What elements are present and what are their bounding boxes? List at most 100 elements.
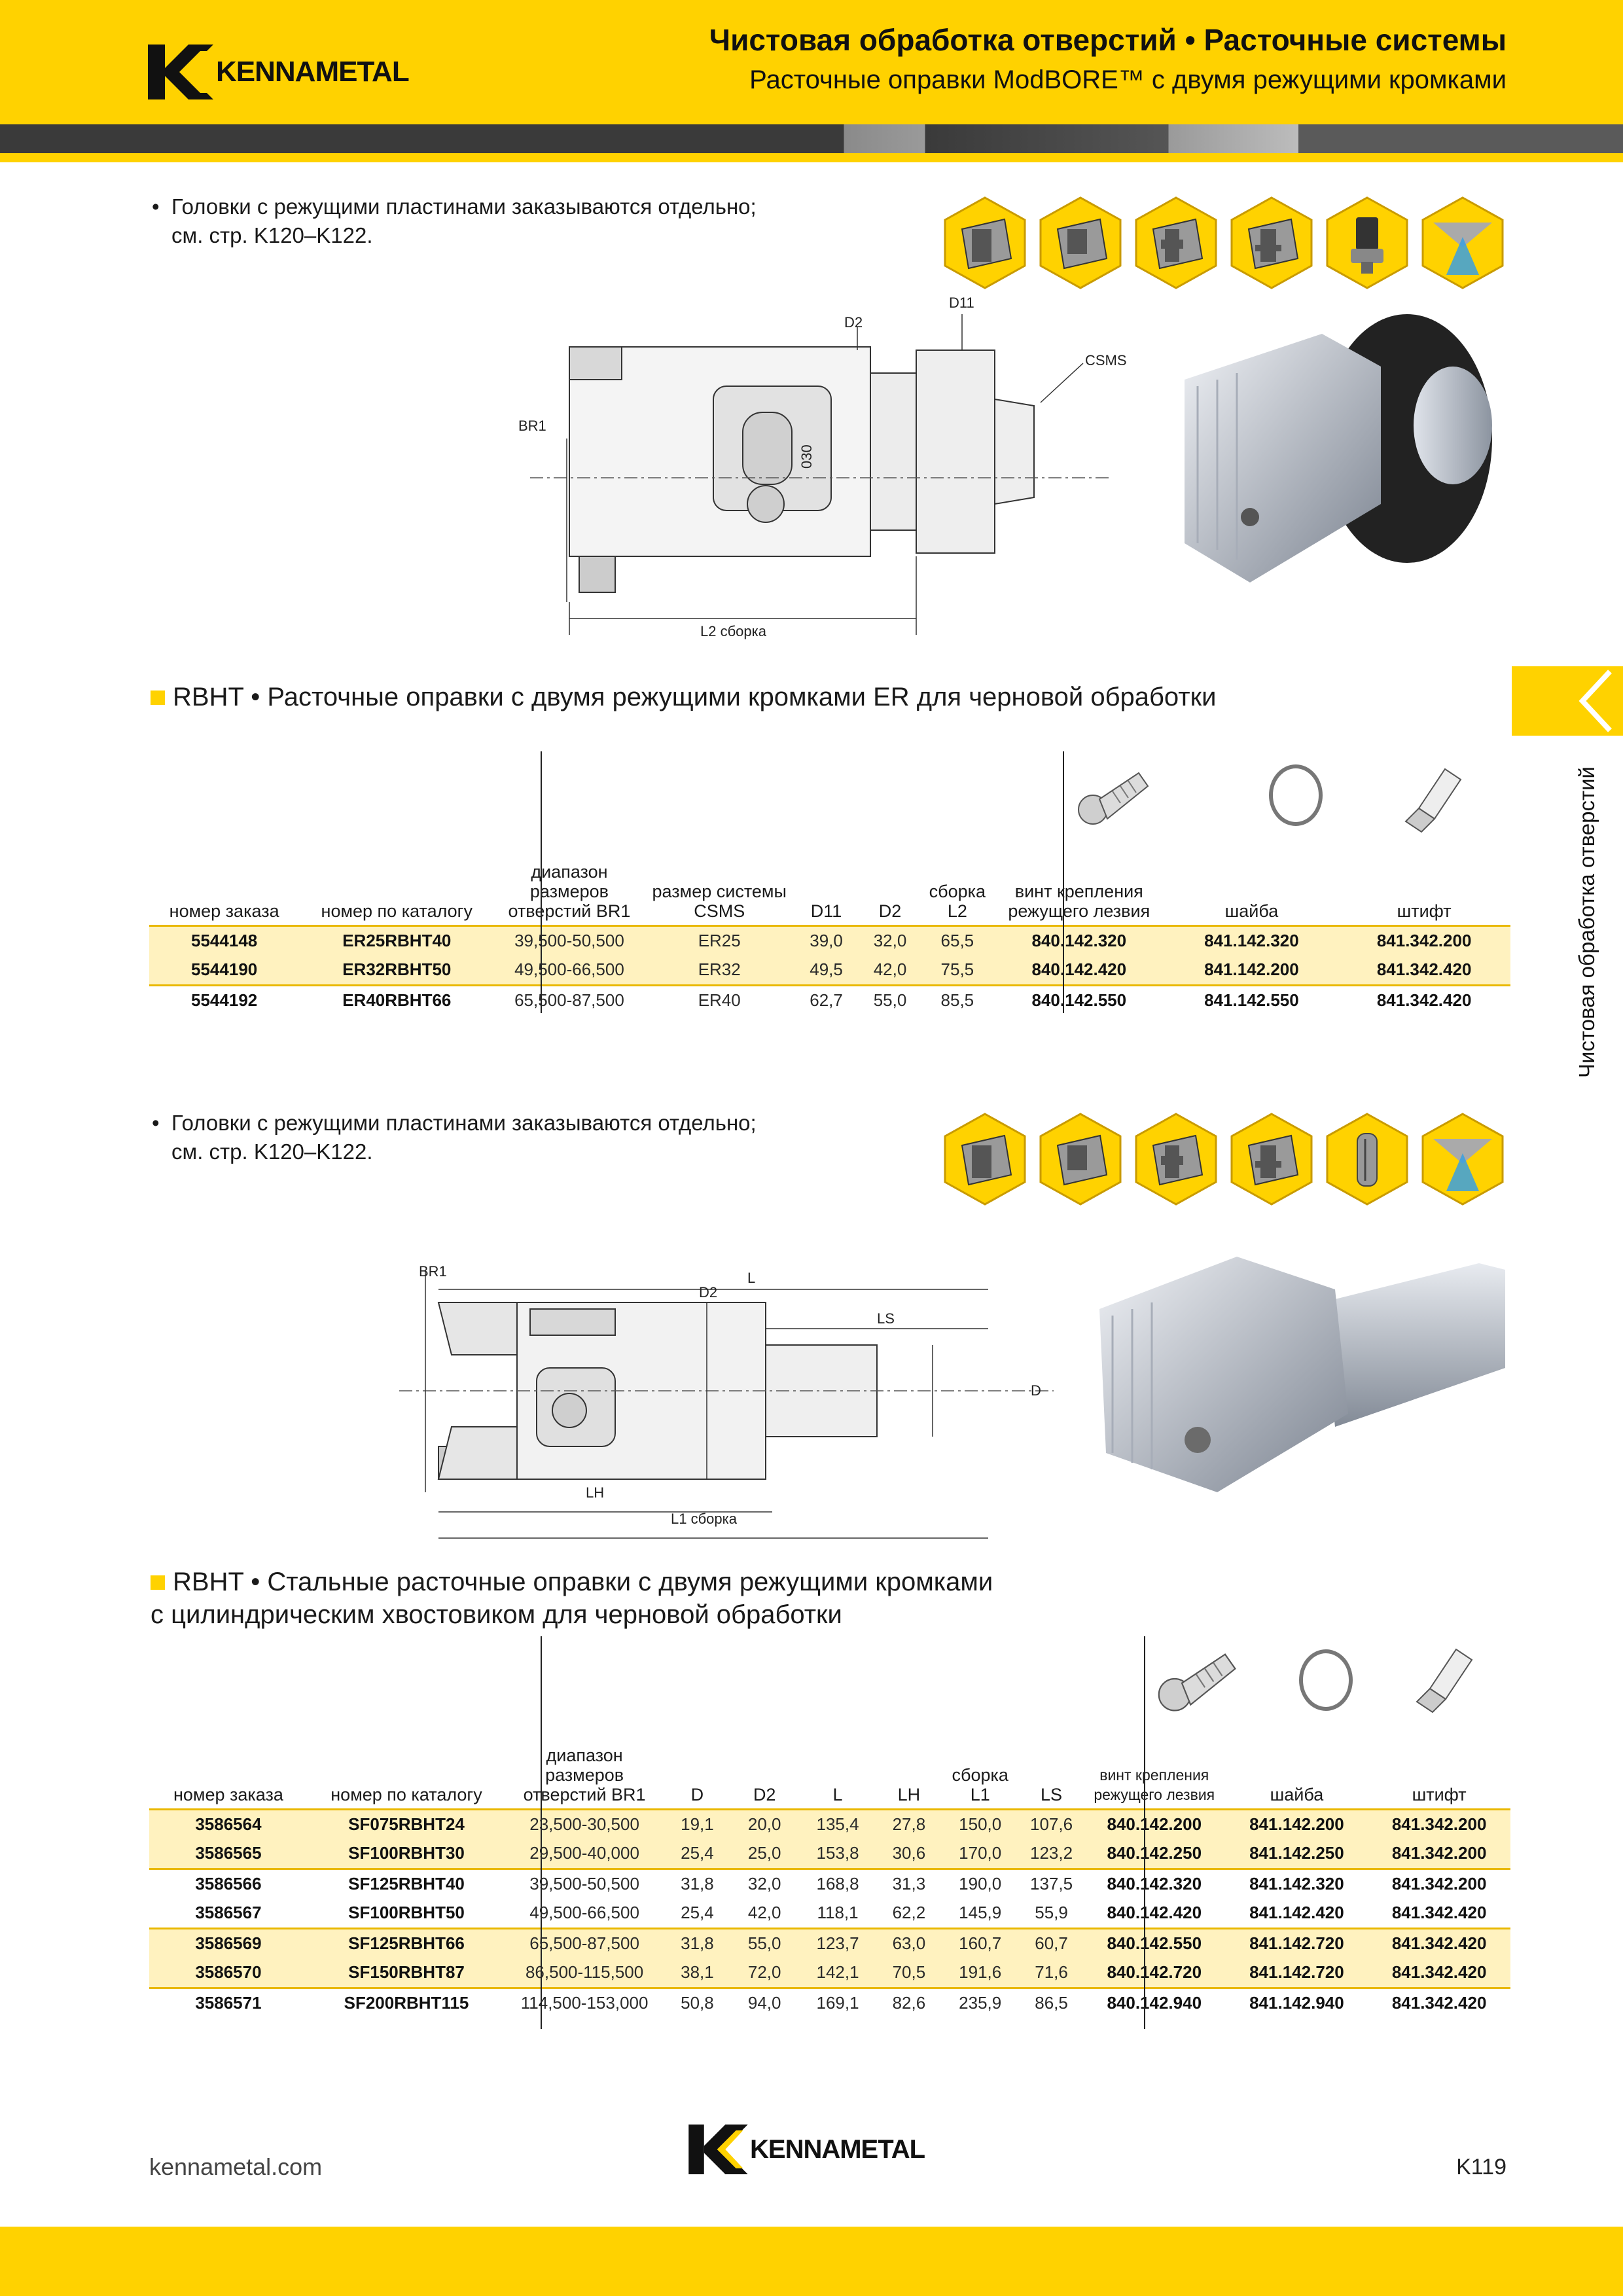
table-cell: 42,0 — [858, 955, 922, 985]
footer-logo: KENNAMETAL — [688, 2125, 925, 2174]
table-cell: 840.142.200 — [1082, 1809, 1226, 1839]
col-order: номер заказа — [149, 1728, 308, 1810]
pin-icon — [1404, 768, 1462, 833]
col-washer: шайба — [1165, 844, 1338, 927]
kennametal-logo: KENNAMETAL — [148, 45, 410, 99]
section2-product-image — [1099, 1257, 1505, 1492]
through-hole-icon — [944, 1113, 1026, 1206]
table-cell: 168,8 — [798, 1867, 878, 1899]
table-cell: 25,0 — [730, 1839, 798, 1869]
section2-technical-drawing: BR1 L D2 LS D LH L1 сборка — [399, 1263, 1054, 1539]
table-divider — [1063, 751, 1064, 1013]
table-cell: 60,7 — [1020, 1927, 1083, 1958]
pin-icon — [1416, 1648, 1473, 1713]
table-cell: 38,1 — [664, 1958, 731, 1988]
table-cell: ER25RBHT40 — [299, 925, 495, 956]
chevron-left-icon — [1578, 670, 1612, 732]
label-l: L — [747, 1270, 755, 1286]
table-cell: 86,500-115,500 — [505, 1958, 664, 1988]
table-cell: 23,500-30,500 — [505, 1809, 664, 1839]
col-system: размер системы CSMS — [644, 844, 794, 927]
table-cell: 841.342.420 — [1391, 1903, 1487, 1922]
label-d2: D2 — [844, 314, 863, 331]
groove-hole-icon — [1230, 196, 1313, 289]
table-cell: 29,500-40,000 — [505, 1839, 664, 1869]
table-cell: 841.142.720 — [1225, 1958, 1368, 1988]
label-l2: L2 сборка — [700, 623, 767, 639]
label-d: D — [1031, 1382, 1041, 1399]
table-divider — [541, 1636, 542, 2029]
table-cell: 19,1 — [664, 1809, 731, 1839]
section2-title-line2: с цилиндрическим хвостовиком для черново… — [151, 1600, 842, 1629]
table-cell: 841.342.200 — [1368, 1839, 1510, 1869]
col-d11: D11 — [794, 844, 859, 927]
section2-title: RBHT • Стальные расточные оправки с двум… — [151, 1568, 993, 1629]
table-cell: 32,0 — [730, 1867, 798, 1899]
label-br1: BR1 — [518, 418, 546, 434]
section2-note: •Головки с режущими пластинами заказываю… — [152, 1111, 757, 1164]
table-cell: 39,500-50,500 — [494, 925, 645, 956]
col-pin: штифт — [1368, 1728, 1510, 1810]
col-d: D — [664, 1728, 731, 1810]
table-cell: SF100RBHT30 — [307, 1839, 506, 1869]
section1-title-code: RBHT — [173, 683, 244, 711]
table-cell: 31,8 — [664, 1867, 731, 1899]
table-cell: 3586570 — [149, 1958, 308, 1988]
table-cell: 85,5 — [921, 984, 993, 1015]
through-hole-icon — [944, 196, 1026, 289]
section1-technical-drawing: D2 D11 CSMS BR1 L2 сборка 030 — [518, 295, 1127, 639]
header-stripe-yellow — [0, 153, 1623, 162]
table-cell: 86,5 — [1020, 1986, 1083, 2018]
kennametal-k-icon — [148, 45, 213, 99]
table-cell: 137,5 — [1020, 1867, 1083, 1899]
table-cell: 107,6 — [1020, 1809, 1083, 1839]
table-cell: 3586566 — [149, 1867, 308, 1899]
col-lh: LH — [877, 1728, 941, 1810]
table-cell: 841.342.420 — [1368, 1986, 1510, 2018]
table-cell: 123,2 — [1020, 1839, 1083, 1869]
table-cell: 191,6 — [940, 1958, 1020, 1988]
cylindrical-shank-icon — [1326, 1113, 1408, 1206]
table-cell: 169,1 — [798, 1986, 878, 2018]
col-order: номер заказа — [149, 844, 300, 927]
table-cell: 841.142.200 — [1165, 955, 1338, 985]
footer-bar — [0, 2227, 1623, 2296]
section2-icon-row — [942, 1113, 1505, 1206]
table-cell: 94,0 — [730, 1986, 798, 2018]
table-cell: 3586567 — [195, 1903, 262, 1922]
table-cell: 840.142.320 — [992, 925, 1166, 956]
table-cell: SF150RBHT87 — [307, 1958, 506, 1988]
step-hole-icon — [1135, 1113, 1217, 1206]
table-cell: 3586569 — [149, 1927, 308, 1958]
footer-url[interactable]: kennametal.com — [149, 2153, 323, 2180]
table-cell: 235,9 — [940, 1986, 1020, 2018]
table-cell: SF100RBHT50 — [348, 1903, 465, 1922]
modular-shank-icon — [1326, 196, 1408, 289]
label-d11: D11 — [949, 295, 974, 311]
title-marker — [151, 691, 165, 705]
side-tab-label: Чистовая обработка отверстий — [1575, 766, 1599, 1078]
table-cell: SF125RBHT40 — [307, 1867, 506, 1899]
label-scale: 030 — [798, 444, 815, 469]
table-cell: 27,8 — [877, 1809, 941, 1839]
table-cell: 841.142.420 — [1249, 1903, 1344, 1922]
table-cell: 72,0 — [730, 1958, 798, 1988]
col-l: L — [798, 1728, 878, 1810]
title-marker — [151, 1575, 165, 1590]
section2-title-code: RBHT — [173, 1568, 244, 1596]
table-cell: 841.142.550 — [1165, 984, 1338, 1015]
section1-title: RBHT • Расточные оправки с двумя режущим… — [151, 681, 1216, 713]
table-cell: ER25 — [644, 925, 794, 956]
table-cell: 55,0 — [730, 1927, 798, 1958]
table-cell: 65,500-87,500 — [494, 984, 645, 1015]
table-cell: 190,0 — [940, 1867, 1020, 1899]
table-cell: 55,9 — [1035, 1903, 1068, 1922]
col-range: диапазон размеров отверстий BR1 — [494, 844, 645, 927]
table-cell: 841.342.420 — [1338, 955, 1510, 985]
col-catalog: номер по каталогу — [307, 1728, 506, 1810]
table-cell: 49,500-66,500 — [529, 1903, 639, 1922]
